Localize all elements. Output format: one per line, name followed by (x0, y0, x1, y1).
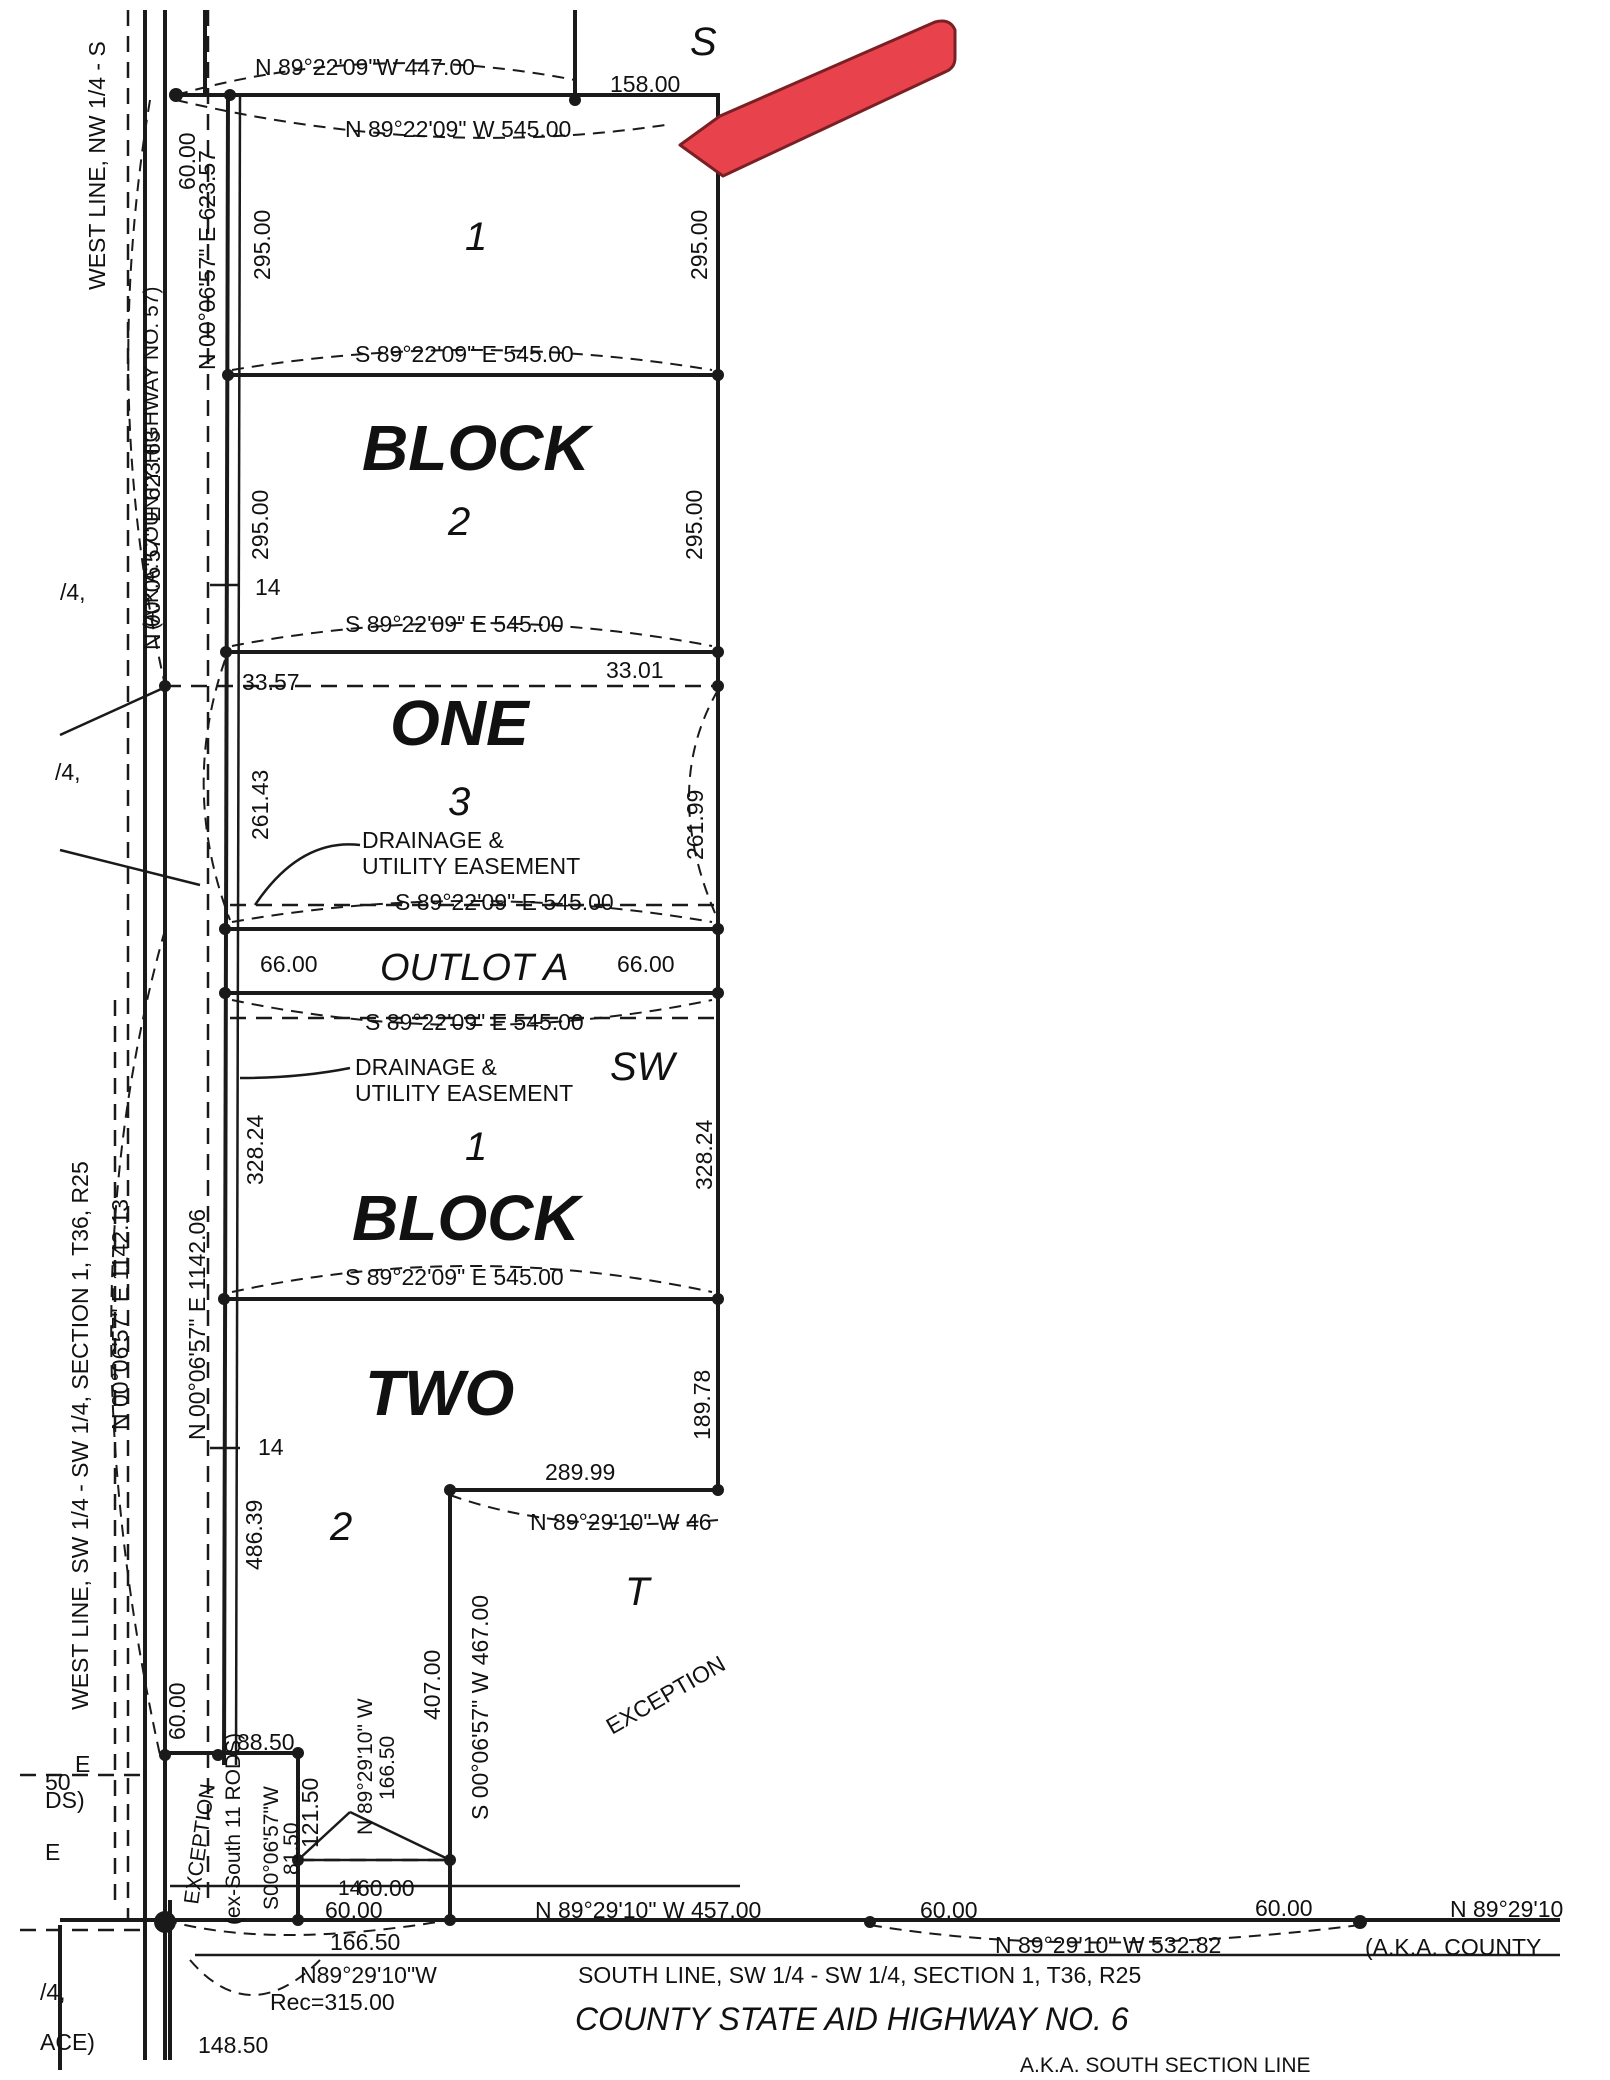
bearing-s0006-8150: S00°06'57"W (260, 1786, 283, 1910)
dist-328-24-b: 328.24 (691, 1119, 717, 1190)
dist-14-a: 14 (255, 574, 281, 600)
aka-south-section-line: A.K.A. SOUTH SECTION LINE (1020, 2054, 1311, 2077)
bearing-545-e: S 89°22'09" E 545.00 (345, 1264, 564, 1290)
frag-14c: /4, (40, 1979, 66, 2005)
bearing-89-29-right: N 89°29'10 (1450, 1896, 1563, 1922)
drainage-label-2: DRAINAGE & (355, 1054, 497, 1080)
rec-315: Rec=315.00 (270, 1989, 395, 2015)
bearing-545-d: S 89°22'09" E 545.00 (365, 1009, 584, 1035)
dist-60-00-c: 60.00 (357, 1875, 415, 1901)
horizontal-bearings: N 89°22'09"W 447.00 N 89°22'09" W 545.00… (255, 54, 1563, 1988)
west-line-sw: WEST LINE, SW 1/4 - SW 1/4, SECTION 1, T… (67, 1161, 93, 1710)
bearing-n0006-114206: N 00°06'57" E 1142.06 (184, 1209, 210, 1440)
dist-148-50: 148.50 (198, 2032, 268, 2058)
distance-labels: 33.57 33.01 66.00 66.00 289.99 88.50 60.… (198, 574, 1313, 2058)
survey-monuments (154, 88, 1367, 1933)
bearing-545-b: S 89°22'09" E 545.00 (345, 611, 564, 637)
dist-14-c: 14 (338, 1877, 362, 1900)
frag-50: 50 (45, 1769, 71, 1795)
bearing-top-447: N 89°22'09"W 447.00 (255, 54, 475, 80)
frag-ace: ACE) (40, 2029, 95, 2055)
frag-14b: /4, (55, 759, 81, 785)
block-two-word: BLOCK (352, 1182, 584, 1254)
utility-label-2: UTILITY EASEMENT (355, 1080, 573, 1106)
dist-66-00-b: 66.00 (617, 951, 675, 977)
dist-33-01: 33.01 (606, 657, 664, 683)
lot-b1-3: 3 (448, 780, 470, 824)
easement-labels: DRAINAGE & UTILITY EASEMENT DRAINAGE & U… (40, 20, 1541, 2077)
red-callout-arrow-icon (678, 19, 957, 178)
utility-label-1: UTILITY EASEMENT (362, 853, 580, 879)
bearing-n0006-62357: N 00°06'57" E 623.57 (194, 150, 220, 370)
block-labels: BLOCK ONE BLOCK TWO OUTLOT A 1 2 3 1 2 (329, 215, 594, 1549)
bearing-89-29-166: N 89°29'10" W (354, 1698, 377, 1835)
dist-295-a: 295.00 (249, 210, 275, 280)
aka-county-hwy-57: (A.K.A. COUNTY HIGHWAY NO. 57) (140, 287, 163, 630)
ex-south-11-rods: (ex-South 11 RODS) (222, 1733, 245, 1925)
frag-e2: E (45, 1839, 60, 1865)
bearing-n0006-114213: N 00°06'57" E 1142.13 (107, 1199, 133, 1430)
lot-b1-1: 1 (465, 215, 487, 259)
dist-261-43: 261.43 (247, 770, 273, 840)
exception-label: EXCEPTION (602, 1650, 730, 1739)
dist-189-78: 189.78 (689, 1370, 715, 1440)
s-fragment: S (690, 20, 717, 64)
lot-b1-2: 2 (447, 500, 470, 544)
leader-lines (59, 583, 361, 1450)
dist-261-99: 261.99 (682, 790, 708, 860)
frag-14a: /4, (60, 579, 86, 605)
bearing-545-c: S 89°22'09" E 545.00 (395, 889, 614, 915)
bearing-89-29-bottom: N89°29'10"W (300, 1962, 437, 1988)
dist-60-00-a: 60.00 (920, 1897, 978, 1923)
dist-top-158: 158.00 (610, 71, 680, 97)
dist-166-50-b: 166.50 (376, 1736, 399, 1800)
dist-60-00-top: 60.00 (174, 132, 200, 190)
dist-33-57: 33.57 (242, 669, 300, 695)
vertical-labels: 295.00 295.00 295.00 295.00 261.43 261.9… (67, 41, 717, 1925)
lot-b2-2: 2 (329, 1505, 352, 1549)
dist-14-b: 14 (258, 1434, 284, 1460)
dist-88-50: 88.50 (237, 1729, 295, 1755)
frag-ds: DS) (45, 1787, 85, 1813)
block-one-word: BLOCK (362, 412, 594, 484)
bearing-89-29-457: N 89°29'10" W 457.00 (535, 1897, 761, 1923)
county-hwy-6-label: COUNTY STATE AID HIGHWAY NO. 6 (575, 2001, 1129, 2037)
bearing-89-29-467: N 89°29'10" W 46 (530, 1509, 712, 1535)
dist-295-d: 295.00 (681, 490, 707, 560)
block-two-number: TWO (365, 1357, 514, 1429)
bearing-89-29-532: N 89°29'10" W 532.82 (995, 1932, 1221, 1958)
dist-289-99: 289.99 (545, 1459, 615, 1485)
dist-81-50: 81.50 (280, 1822, 303, 1875)
dist-295-b: 295.00 (686, 210, 712, 280)
frag-e1: E (75, 1751, 90, 1777)
dist-121-50: 121.50 (297, 1778, 323, 1848)
dist-407-00: 407.00 (419, 1650, 445, 1720)
outlot-label: OUTLOT A (380, 947, 569, 989)
block-one-number: ONE (390, 687, 531, 759)
easement-dashed-lines (20, 10, 718, 1932)
bearing-s0006-467: S 00°06'57" W 467.00 (467, 1595, 493, 1820)
lot-b2-1: 1 (465, 1125, 487, 1169)
dist-66-00-a: 66.00 (260, 951, 318, 977)
dist-328-24-a: 328.24 (242, 1114, 268, 1185)
t-fragment: T (625, 1570, 652, 1614)
dist-60-00-b: 60.00 (1255, 1895, 1313, 1921)
bearing-top-545: N 89°22'09" W 545.00 (345, 116, 571, 142)
bearing-n0006-62363: N 00°06'57" E 623.63 (139, 430, 165, 650)
sw-fragment: SW (610, 1045, 678, 1089)
south-line-label: SOUTH LINE, SW 1/4 - SW 1/4, SECTION 1, … (578, 1962, 1141, 1988)
road-right-of-way-lines (58, 10, 207, 2070)
drainage-label-1: DRAINAGE & (362, 827, 504, 853)
dist-295-c: 295.00 (247, 490, 273, 560)
aka-county-label: (A.K.A. COUNTY (1365, 1934, 1541, 1960)
bearing-545-a: S 89°22'09" E 545.00 (355, 341, 574, 367)
dimension-arcs (110, 62, 1361, 1996)
plat-boundary-lines (140, 10, 1560, 1957)
west-line-nw: WEST LINE, NW 1/4 - S (84, 41, 110, 290)
dist-60-00-left: 60.00 (164, 1682, 190, 1740)
dist-486-39: 486.39 (241, 1500, 267, 1570)
dist-166-50: 166.50 (330, 1929, 400, 1955)
dist-60-00-bot: 60.00 (325, 1897, 383, 1923)
